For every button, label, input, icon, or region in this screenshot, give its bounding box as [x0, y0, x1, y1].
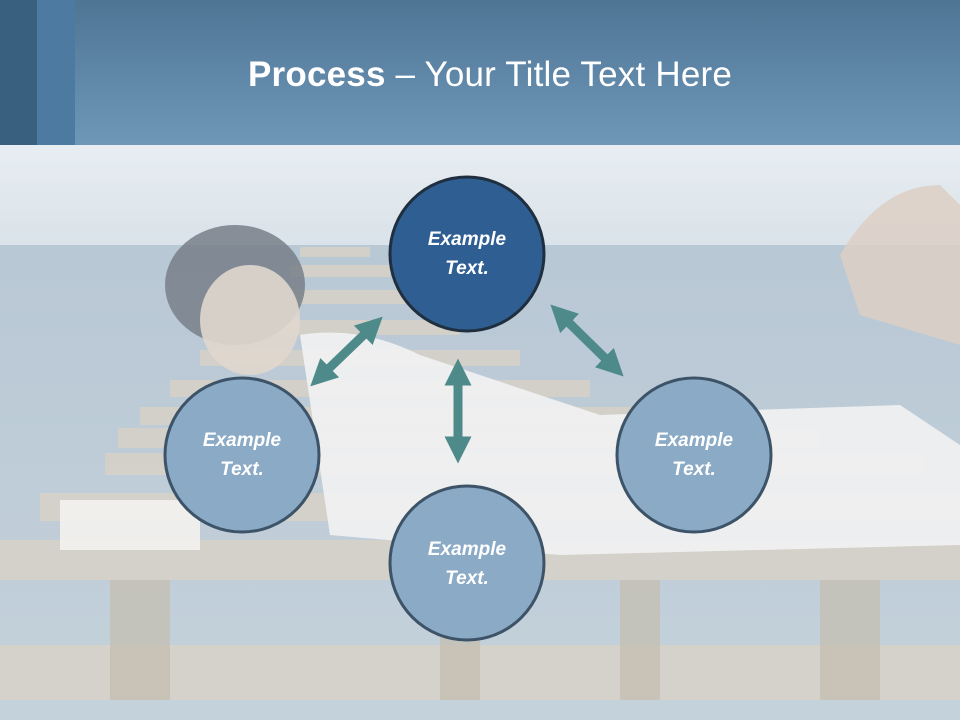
process-node-top[interactable] — [388, 175, 546, 333]
process-node-bottom[interactable] — [388, 484, 546, 642]
pier-legs — [110, 580, 880, 700]
title-separator: – — [385, 55, 425, 94]
book — [60, 500, 200, 550]
title-bar — [0, 0, 960, 145]
header-accent-dark — [0, 0, 37, 145]
title-bold: Process — [248, 55, 386, 94]
process-node-left[interactable] — [163, 376, 321, 534]
title-rest: Your Title Text Here — [424, 55, 732, 94]
header-accent-light — [37, 0, 75, 145]
process-node-right[interactable] — [615, 376, 773, 534]
slide-title[interactable]: Process – Your Title Text Here — [0, 52, 960, 98]
